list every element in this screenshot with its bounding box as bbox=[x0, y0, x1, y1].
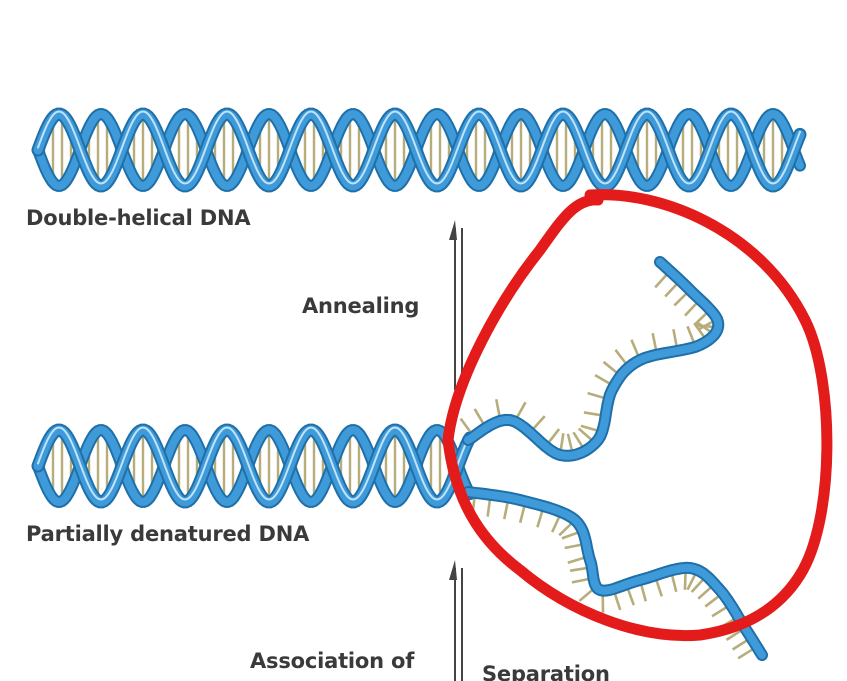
backbone-strand-back-fill bbox=[34, 426, 474, 506]
single-strand-fill bbox=[464, 488, 766, 659]
arrow-annealing bbox=[449, 220, 463, 390]
backbone-highlight bbox=[37, 426, 471, 501]
red-circle-annotation bbox=[442, 189, 833, 642]
separated-strand-lower bbox=[462, 486, 768, 661]
arrow-association bbox=[449, 560, 463, 681]
single-strand-fill bbox=[464, 258, 723, 460]
double-helical-dna-label: Double-helical DNA bbox=[26, 206, 251, 230]
double-helix-top bbox=[31, 107, 807, 193]
partial-helix-left bbox=[31, 423, 477, 509]
backbone-highlight bbox=[37, 110, 801, 185]
association-label: Association of bbox=[250, 649, 415, 673]
separation-label: Separation bbox=[482, 662, 610, 681]
annealing-label: Annealing bbox=[302, 294, 420, 318]
partially-denatured-dna-label: Partially denatured DNA bbox=[26, 522, 310, 546]
separated-strand-upper bbox=[459, 256, 725, 462]
